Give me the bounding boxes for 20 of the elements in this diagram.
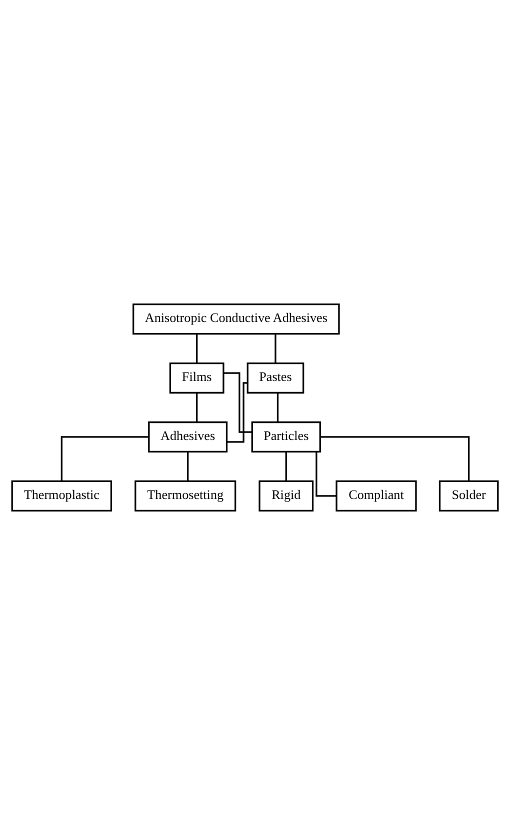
node-box: Compliant — [336, 480, 417, 512]
node-box: Solder — [438, 480, 499, 512]
connector — [60, 436, 149, 482]
connector — [187, 452, 189, 481]
connector — [285, 452, 287, 481]
node-box: Anisotropic Conductive Adhesives — [132, 303, 340, 335]
node-box: Thermoplastic — [11, 480, 112, 512]
node-box: Pastes — [246, 362, 304, 394]
connector — [196, 334, 198, 363]
connector — [276, 392, 279, 422]
connector — [274, 334, 276, 363]
node-box: Thermosetting — [134, 480, 236, 512]
connector — [226, 382, 248, 443]
node-box: Particles — [251, 421, 321, 453]
connector — [316, 452, 336, 497]
node-box: Adhesives — [148, 421, 228, 453]
node-box: Films — [169, 362, 224, 394]
connector — [196, 392, 198, 422]
node-box: Rigid — [258, 480, 314, 512]
connector — [320, 436, 470, 482]
